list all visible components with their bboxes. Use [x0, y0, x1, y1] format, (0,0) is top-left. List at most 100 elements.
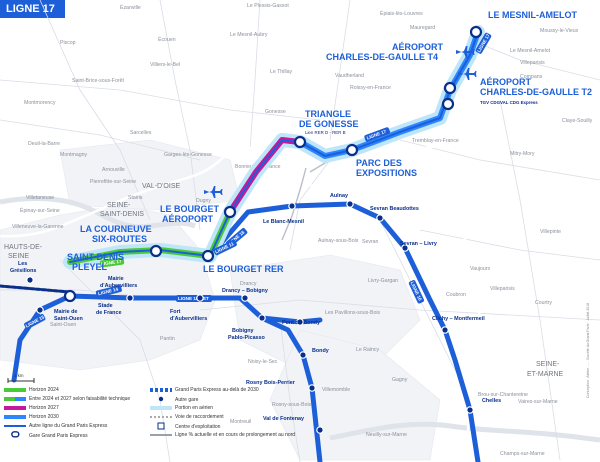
town: Villeparisis: [520, 60, 545, 66]
seine-river: [0, 195, 196, 230]
station-triangle-conn: Lien RER D - RER B: [305, 130, 346, 135]
airplane-icons: [204, 46, 477, 198]
label-l15e: LIGNE 15 EST: [178, 296, 209, 301]
station-mairie-so: Saint-Ouen: [54, 316, 83, 322]
station-triangle: DE GONESSE: [299, 119, 359, 129]
station-cdg2-conn: TGV CDGVAL CDG Express: [480, 100, 538, 105]
label-l14: LIGNE 14: [98, 286, 119, 296]
station-aulnay: Aulnay: [330, 193, 348, 199]
town: Écouen: [158, 36, 176, 43]
airplane-icon: [458, 68, 477, 80]
town: Moussy-le-Vieux: [540, 28, 579, 34]
label-l17: LIGNE 17: [366, 129, 387, 141]
map-legend: Horizon 2024 Entre 2024 et 2027 selon fa…: [4, 386, 306, 458]
dept-seine-st-denis: SEINE-: [107, 202, 131, 209]
label-l17-green: LIGNE 17: [101, 259, 122, 267]
town: Villemomble: [322, 387, 350, 393]
town: Deuil-la-Barre: [28, 141, 60, 147]
line-14-stub: [0, 284, 72, 294]
station-saint-denis: SAINT-DENIS: [67, 252, 124, 262]
town: Mitry-Mory: [510, 151, 535, 157]
dept-seine-marne: ET-MARNE: [527, 371, 564, 378]
town: Saint-Ouen: [50, 322, 76, 328]
town: Vaujours: [470, 266, 490, 272]
station-val-fontenay: Val de Fontenay: [263, 416, 304, 422]
station-dot: [299, 351, 307, 359]
town: Mauregard: [410, 25, 435, 31]
town: Saint-Brice-sous-Forêt: [72, 78, 124, 84]
dept-seine-st-denis: SAINT-DENIS: [100, 211, 144, 218]
legend-raccord: Voie de raccordement: [175, 414, 224, 420]
town: Villetaneuse: [26, 195, 54, 201]
station-stade: de France: [96, 310, 121, 316]
station-dot: [308, 384, 316, 392]
town: Drancy: [240, 281, 257, 287]
station-mairie-so: Mairie de: [54, 309, 77, 315]
station-marker: [469, 25, 483, 39]
town: Arnouville: [102, 167, 125, 173]
station-courneuve: SIX-ROUTES: [92, 234, 147, 244]
dept-hauts-seine: SEINE: [8, 253, 29, 260]
town: Dugny: [196, 198, 211, 204]
station-mairie-aub: Mairie: [108, 276, 124, 282]
legend-gare: Gare Grand Paris Express: [29, 432, 88, 439]
town: Pantin: [160, 336, 175, 342]
station-dot: [258, 314, 266, 322]
town: Le Mesnil-Amelot: [510, 48, 551, 54]
town: Garges-lès-Gonesse: [164, 152, 212, 158]
station-marker: [63, 289, 77, 303]
station-parc: PARC DES: [356, 158, 402, 168]
station-dot: [316, 426, 324, 434]
town: Villeneuve-la-Garenne: [12, 224, 64, 230]
scale-bar: 1 km: [7, 373, 35, 383]
town: Le Plessis-Gassot: [247, 3, 289, 9]
legend-beyond: Grand Paris Express au-delà de 2030: [175, 387, 259, 393]
legend-aerien: Portion en aérien: [175, 405, 214, 411]
station-gresillons: Les: [18, 261, 27, 267]
town: Aulnay-sous-Bois: [318, 238, 359, 244]
station-marker: [345, 143, 359, 157]
town: Épinay-sur-Seine: [20, 207, 60, 214]
station-marker: [223, 205, 237, 219]
station-bourget-aeroport: AÉROPORT: [162, 214, 214, 224]
station-blanc-mesnil: Le Blanc-Mesnil: [263, 219, 305, 225]
station-pont-bondy: Pont de Bondy: [282, 320, 320, 326]
town: Les Pavillons-sous-Bois: [325, 310, 380, 316]
station-marker: [293, 135, 307, 149]
station-bourget-aeroport: LE BOURGET: [160, 204, 220, 214]
station-saint-denis: PLEYEL: [72, 262, 108, 272]
station-dot: [346, 200, 354, 208]
town: Le Mesnil-Aubry: [230, 32, 268, 38]
station-dot: [401, 244, 409, 252]
town: Villeparisis: [490, 286, 515, 292]
department-labels: VAL-D'OISE SEINE- SAINT-DENIS HAUTS-DE- …: [4, 183, 564, 378]
town: Sevran: [362, 239, 379, 245]
station-dot: [36, 306, 44, 314]
town: Gagny: [392, 377, 408, 383]
town: Le Thillay: [270, 69, 293, 75]
airplane-icon: [204, 186, 223, 198]
legend-autre-gare: Autre gare: [175, 396, 199, 403]
town: Sarcelles: [130, 130, 152, 136]
town: Vaires-sur-Marne: [518, 399, 558, 405]
other-station-dots: [26, 200, 474, 434]
town: Compans: [520, 74, 543, 80]
station-bobigny: Pablo-Picasso: [228, 335, 266, 341]
town: Noisy-le-Sec: [248, 359, 278, 365]
legend-h2024: Horizon 2024: [29, 387, 59, 393]
legend-h2027: Horizon 2027: [29, 405, 59, 411]
station-mairie-aub: d'Aubervilliers: [100, 283, 137, 289]
station-marker: [149, 244, 163, 258]
station-cdg4: AÉROPORT: [392, 42, 444, 52]
town: Montreuil: [230, 419, 251, 425]
town: Roissy-en-France: [350, 85, 391, 91]
station-triangle: TRIANGLE: [305, 109, 351, 119]
station-clichy: Clichy – Montfermeil: [432, 316, 485, 322]
town: Livry-Gargan: [368, 278, 398, 284]
station-cdg2: AÉROPORT: [480, 77, 532, 87]
station-drancy: Drancy – Bobigny: [222, 288, 268, 294]
station-rosny: Rosny Bois-Perrier: [246, 380, 296, 386]
scale-label: 1 km: [14, 373, 24, 378]
town: Courtry: [535, 300, 552, 306]
